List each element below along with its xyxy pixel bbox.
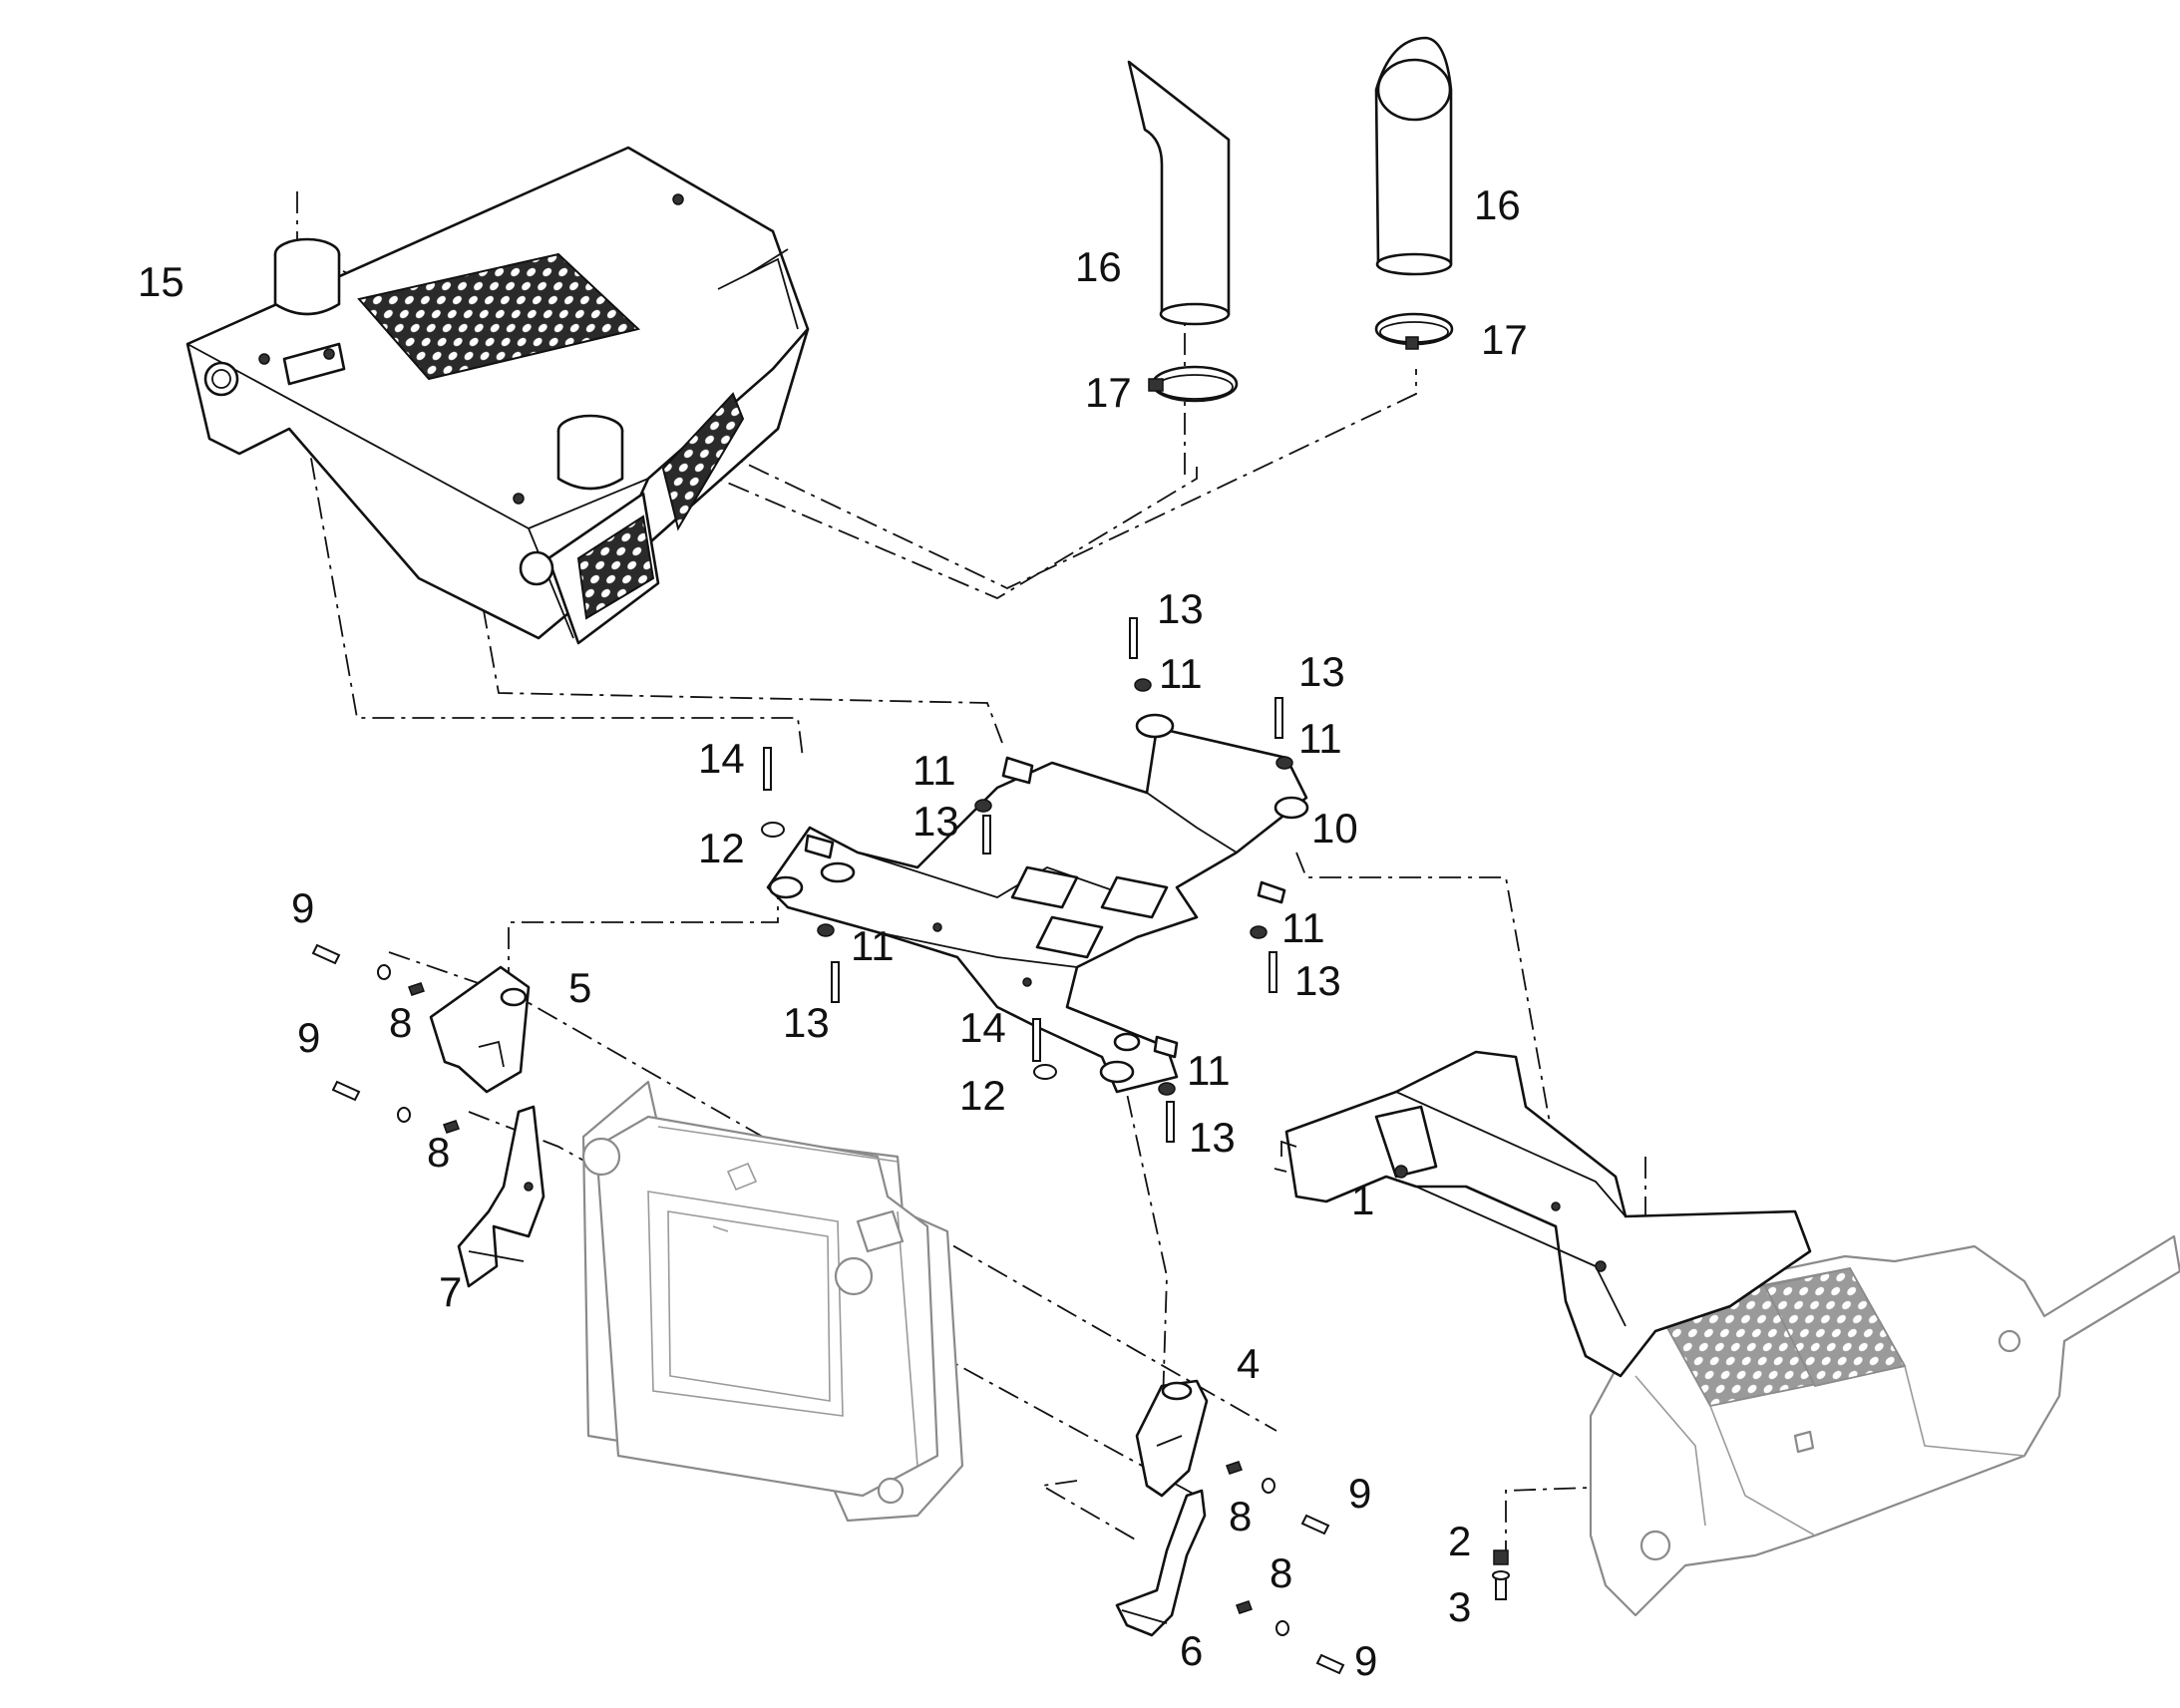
- callout-11-b: 11: [1298, 715, 1342, 762]
- callout-17-b: 17: [1481, 316, 1528, 363]
- callout-8-b: 8: [427, 1129, 450, 1176]
- callout-17-a: 17: [1085, 369, 1132, 416]
- bracket-6: [1115, 1489, 1207, 1637]
- bracket-5: [429, 965, 531, 1094]
- callout-11-c: 11: [912, 747, 956, 794]
- exhaust-stack-left: [1127, 60, 1231, 326]
- radiator-frame-ghost: [1589, 1234, 2180, 1617]
- bracket-7: [457, 1105, 545, 1288]
- callout-16-a: 16: [1075, 243, 1122, 290]
- callout-11-a: 11: [1159, 650, 1203, 697]
- hood-assembly: [185, 146, 810, 645]
- callout-labels: 1 2 3 4 5 6 7 8 8 8 8 9 9 9 9 10 11 11 1…: [138, 181, 1528, 1684]
- callout-4: 4: [1237, 1340, 1260, 1387]
- callout-14-a: 14: [698, 735, 745, 782]
- callout-13-b: 13: [1298, 648, 1345, 695]
- callout-16-b: 16: [1474, 181, 1521, 228]
- machine-frame-ghost: [581, 1080, 964, 1523]
- callout-11-f: 11: [1187, 1047, 1231, 1094]
- fasteners-support-frame: [761, 617, 1293, 1143]
- callout-13-a: 13: [1157, 585, 1204, 632]
- callout-7: 7: [439, 1268, 462, 1315]
- callout-12-a: 12: [698, 825, 745, 871]
- callout-8-d: 8: [1270, 1549, 1292, 1596]
- callout-9-a: 9: [291, 884, 314, 931]
- callout-2: 2: [1448, 1518, 1471, 1564]
- callout-8-c: 8: [1229, 1493, 1252, 1539]
- bolt-2-3: [1492, 1549, 1510, 1600]
- callout-3: 3: [1448, 1583, 1471, 1630]
- callout-11-d: 11: [851, 922, 895, 969]
- callout-12-b: 12: [959, 1072, 1006, 1119]
- callout-9-b: 9: [297, 1014, 320, 1061]
- callout-13-c: 13: [912, 798, 959, 845]
- hose-clamp-left: [1148, 365, 1239, 403]
- exhaust-stack-right: [1374, 36, 1453, 276]
- callout-13-d: 13: [783, 999, 830, 1046]
- bracket-4: [1135, 1379, 1209, 1498]
- callout-13-e: 13: [1294, 957, 1341, 1004]
- callout-9-c: 9: [1348, 1470, 1371, 1517]
- callout-9-d: 9: [1354, 1637, 1377, 1684]
- callout-6: 6: [1180, 1627, 1203, 1674]
- callout-14-b: 14: [959, 1004, 1006, 1051]
- callout-13-f: 13: [1189, 1114, 1236, 1161]
- callout-15: 15: [138, 258, 184, 305]
- callout-1: 1: [1351, 1177, 1374, 1223]
- callout-11-e: 11: [1281, 904, 1325, 951]
- hood-support-frame: [766, 713, 1309, 1094]
- callout-10: 10: [1311, 805, 1358, 852]
- right-mount-frame: [1273, 1050, 1812, 1378]
- callout-5: 5: [568, 964, 591, 1011]
- bracket-fasteners: [311, 943, 1345, 1675]
- callout-8-a: 8: [389, 999, 412, 1046]
- hose-clamp-right: [1374, 312, 1454, 350]
